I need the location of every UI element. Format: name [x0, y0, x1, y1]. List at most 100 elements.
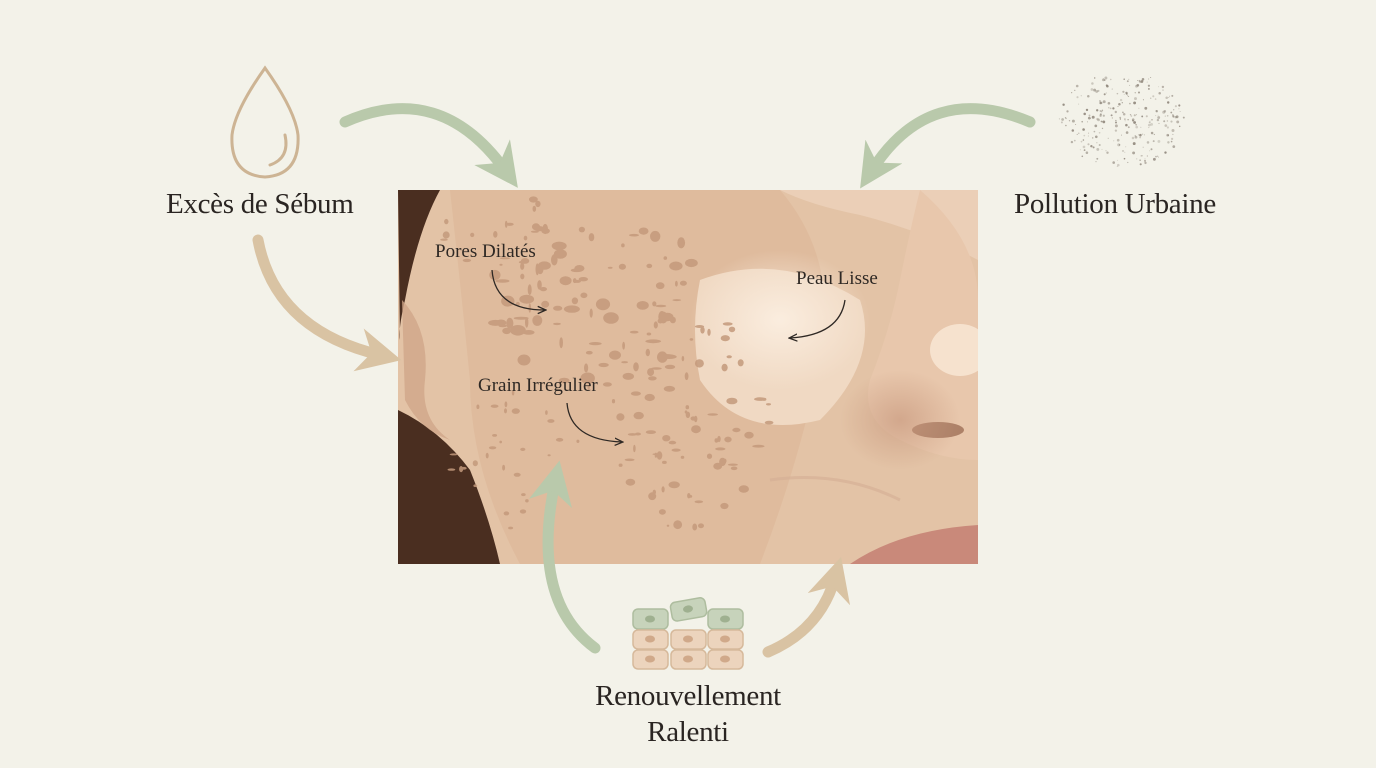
- pore: [764, 420, 774, 425]
- dust-particle: [1079, 149, 1081, 151]
- dust-particle: [1086, 121, 1088, 123]
- dust-particle: [1141, 133, 1144, 135]
- pore: [440, 238, 448, 241]
- dust-particle: [1092, 146, 1095, 149]
- pore: [442, 231, 450, 239]
- dust-particle: [1123, 157, 1126, 160]
- dust-particle: [1095, 160, 1097, 163]
- pore: [689, 338, 694, 341]
- dust-particle: [1104, 76, 1108, 80]
- dust-particle: [1149, 150, 1151, 152]
- arrow-sebum-top: [339, 103, 518, 188]
- dust-particle: [1157, 155, 1159, 157]
- pore: [513, 472, 521, 477]
- pore: [752, 444, 765, 448]
- dust-particle: [1111, 88, 1113, 90]
- dust-particle: [1134, 92, 1136, 94]
- dust-particle: [1091, 115, 1095, 119]
- pore: [681, 355, 685, 362]
- dust-particle: [1117, 159, 1119, 161]
- dust-particle: [1080, 140, 1083, 143]
- dust-particle: [1102, 120, 1106, 124]
- dust-particle: [1087, 94, 1090, 98]
- pore: [651, 367, 662, 370]
- pore: [449, 453, 458, 456]
- dust-particle: [1101, 109, 1104, 111]
- dust-particle: [1148, 121, 1151, 124]
- dust-particle: [1139, 133, 1142, 137]
- dust-particle: [1170, 120, 1173, 123]
- dust-particle: [1096, 109, 1099, 112]
- pore: [669, 316, 676, 324]
- dust-particle: [1139, 163, 1142, 166]
- dust-particle: [1170, 111, 1173, 114]
- dust-particle: [1096, 147, 1100, 151]
- dust-particle: [1096, 157, 1099, 160]
- dust-particle: [1157, 114, 1159, 116]
- dust-particle: [1107, 101, 1111, 105]
- pore: [761, 397, 767, 401]
- dust-particle: [1176, 120, 1180, 124]
- dust-particle: [1155, 115, 1157, 117]
- pore: [504, 220, 508, 228]
- dust-particle: [1125, 123, 1128, 127]
- dust-particle: [1114, 110, 1117, 114]
- pore: [621, 361, 628, 364]
- pore: [519, 509, 527, 514]
- pore: [662, 460, 667, 464]
- dust-particle: [1060, 121, 1063, 124]
- dust-particle: [1102, 100, 1106, 104]
- dust-particle: [1155, 155, 1157, 158]
- pore: [669, 261, 683, 271]
- dust-particle: [1172, 145, 1176, 148]
- dust-particle: [1156, 118, 1160, 122]
- dust-particle: [1074, 89, 1076, 91]
- pore: [522, 330, 535, 335]
- dust-particle: [1115, 119, 1117, 122]
- dust-particle: [1128, 78, 1130, 81]
- pore: [638, 227, 649, 235]
- dust-particle: [1112, 107, 1115, 110]
- pore: [668, 481, 680, 489]
- dust-particle: [1124, 151, 1126, 153]
- pore: [559, 276, 572, 286]
- pore: [720, 502, 729, 510]
- dust-particle: [1099, 113, 1102, 116]
- pore: [644, 393, 655, 402]
- label-renouvellement-ralenti: Renouvellement Ralenti: [560, 678, 816, 750]
- pore: [685, 405, 690, 410]
- pore: [685, 258, 698, 268]
- dust-particle: [1093, 88, 1097, 92]
- dust-particle: [1121, 134, 1122, 136]
- dust-particle: [1132, 142, 1136, 146]
- dust-particle: [1088, 114, 1091, 117]
- dust-particle: [1110, 114, 1113, 117]
- pore: [726, 397, 738, 405]
- dust-particle: [1122, 112, 1126, 116]
- pore: [492, 434, 498, 437]
- dust-particle: [1099, 100, 1101, 102]
- dust-particle: [1065, 124, 1067, 127]
- pore: [539, 485, 547, 489]
- dust-particle: [1061, 118, 1064, 121]
- dust-particle: [1081, 120, 1083, 123]
- pore: [499, 440, 503, 444]
- dust-particle: [1127, 161, 1129, 164]
- dust-particle: [1171, 114, 1174, 116]
- pore: [694, 325, 705, 328]
- pore: [535, 263, 540, 276]
- dust-particle: [1166, 101, 1170, 104]
- pore: [553, 322, 561, 326]
- pore: [664, 364, 676, 370]
- dust-particle: [1090, 145, 1093, 148]
- pore: [720, 335, 730, 342]
- arrow-pollution: [860, 103, 1036, 189]
- pore: [653, 321, 658, 329]
- dust-particle: [1147, 87, 1150, 90]
- pore: [618, 263, 627, 270]
- dust-particle: [1146, 81, 1148, 83]
- pore: [647, 368, 655, 377]
- dust-particle: [1168, 96, 1170, 99]
- pore: [537, 261, 551, 270]
- dust-particle: [1165, 96, 1168, 100]
